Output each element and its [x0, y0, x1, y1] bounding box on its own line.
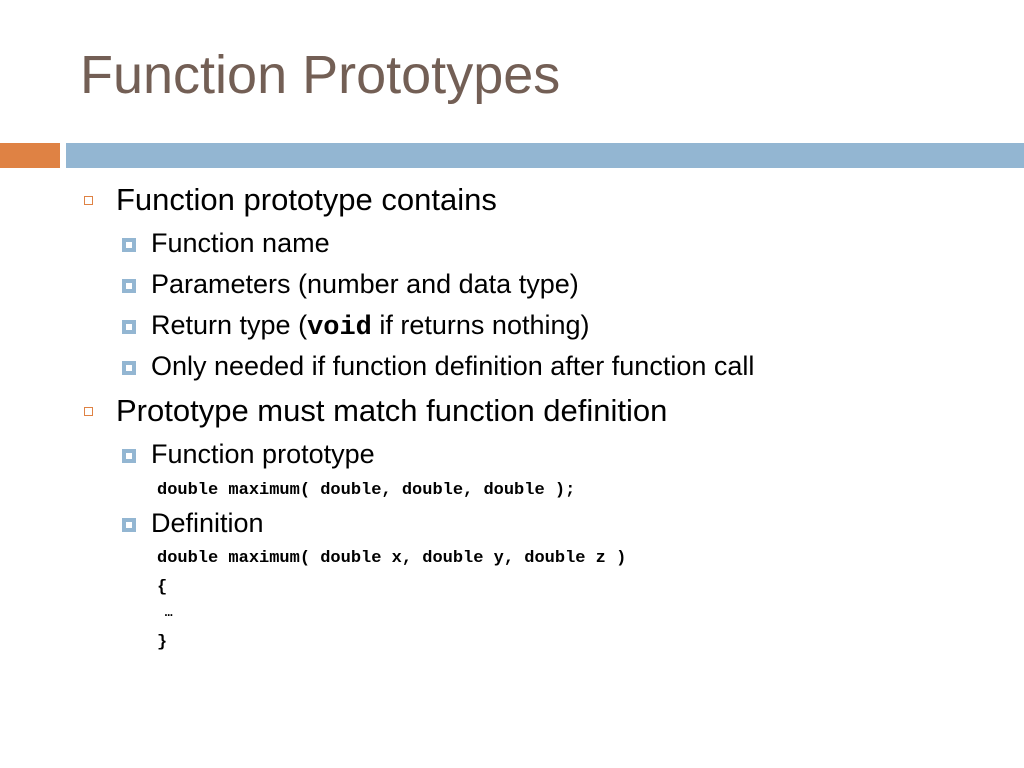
- square-bullet-icon: [122, 361, 136, 375]
- code-void: void: [307, 313, 372, 343]
- bullet-text: Function prototype contains: [116, 182, 497, 217]
- slide-title: Function Prototypes: [80, 45, 561, 105]
- bullet-text: Function prototype: [151, 439, 375, 469]
- bullet-text: Function name: [151, 228, 330, 258]
- square-bullet-icon: [122, 279, 136, 293]
- square-bullet-icon: [122, 238, 136, 252]
- bullet-text: Return type (void if returns nothing): [151, 312, 590, 342]
- bullet-text: Parameters (number and data type): [151, 269, 579, 299]
- square-bullet-icon: [122, 449, 136, 463]
- accent-bar-blue: [66, 143, 1024, 168]
- text-after: if returns nothing): [371, 310, 590, 340]
- bullet-text: Definition: [151, 508, 264, 538]
- bullet-text: Only needed if function definition after…: [151, 351, 755, 381]
- code-line: double maximum( double x, double y, doub…: [157, 549, 627, 568]
- accent-bar-orange: [0, 143, 60, 168]
- code-line: }: [157, 633, 168, 652]
- code-line: {: [157, 578, 168, 597]
- text-before: Return type (: [151, 310, 308, 340]
- code-line: double maximum( double, double, double )…: [157, 481, 576, 500]
- hollow-square-bullet-icon: [84, 407, 93, 416]
- code-line: …: [157, 605, 173, 620]
- hollow-square-bullet-icon: [84, 196, 93, 205]
- bullet-text: Prototype must match function definition: [116, 393, 668, 428]
- square-bullet-icon: [122, 518, 136, 532]
- square-bullet-icon: [122, 320, 136, 334]
